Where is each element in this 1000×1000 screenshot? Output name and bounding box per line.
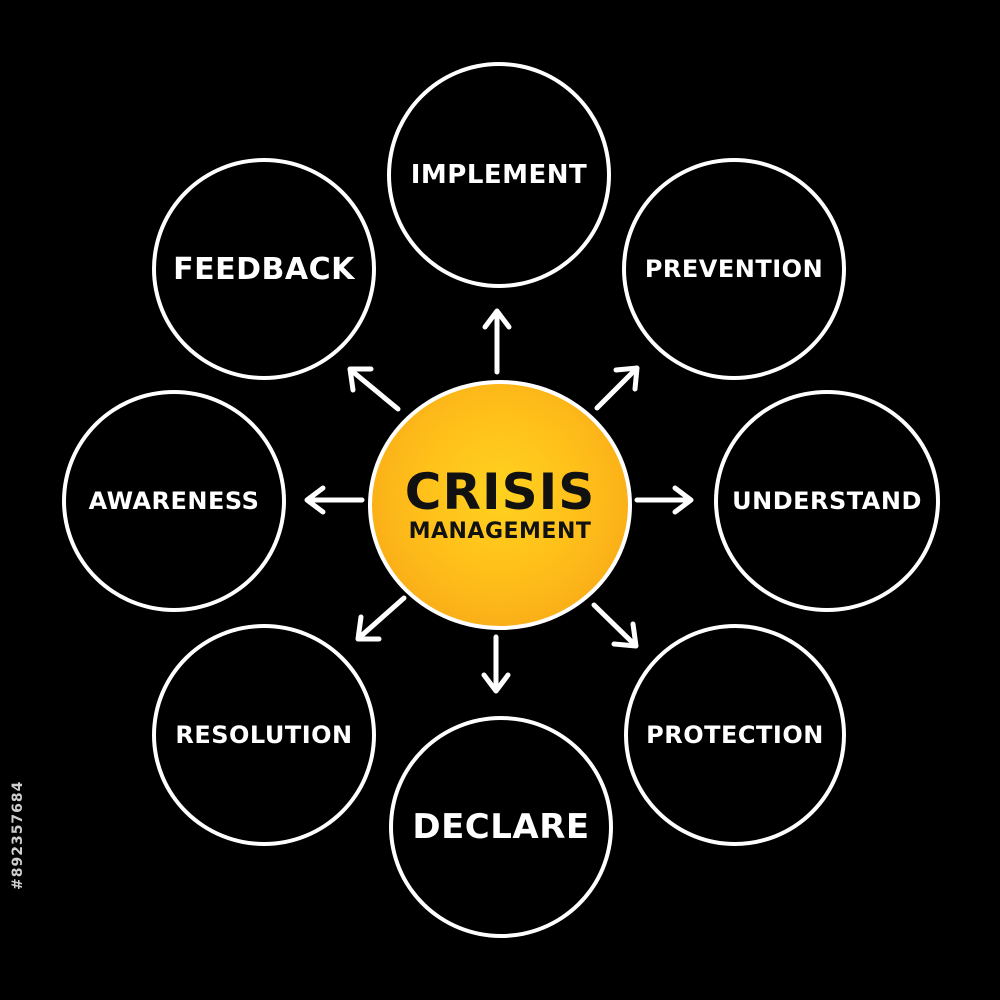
- arrow-to-awareness: [304, 485, 365, 515]
- node-awareness: AWARENESS: [62, 390, 286, 612]
- center-title: CRISIS: [404, 463, 596, 521]
- node-resolution: RESOLUTION: [152, 624, 376, 846]
- arrow-to-feedback: [347, 366, 401, 412]
- node-implement-label: IMPLEMENT: [410, 160, 588, 190]
- node-resolution-label: RESOLUTION: [175, 721, 353, 749]
- node-implement: IMPLEMENT: [387, 62, 611, 288]
- node-declare-label: DECLARE: [412, 807, 590, 847]
- node-protection-label: PROTECTION: [646, 721, 824, 749]
- node-understand: UNDERSTAND: [714, 390, 940, 612]
- arrow-to-protection: [591, 602, 639, 649]
- node-understand-label: UNDERSTAND: [732, 487, 922, 515]
- arrow-to-prevention: [594, 365, 640, 411]
- node-feedback: FEEDBACK: [152, 158, 376, 380]
- arrow-to-declare: [481, 634, 511, 694]
- center-subtitle: MANAGEMENT: [408, 519, 592, 544]
- arrow-to-resolution: [355, 595, 407, 642]
- node-prevention-label: PREVENTION: [644, 255, 824, 283]
- node-awareness-label: AWARENESS: [88, 487, 260, 515]
- node-declare: DECLARE: [389, 716, 613, 938]
- arrow-to-implement: [482, 308, 512, 375]
- node-feedback-label: FEEDBACK: [173, 251, 355, 287]
- arrow-to-understand: [634, 485, 694, 515]
- node-protection: PROTECTION: [624, 624, 846, 846]
- node-prevention: PREVENTION: [622, 158, 846, 380]
- image-id-credit: #892357684: [10, 780, 26, 890]
- center-node-crisis-management: CRISIS MANAGEMENT: [368, 380, 632, 630]
